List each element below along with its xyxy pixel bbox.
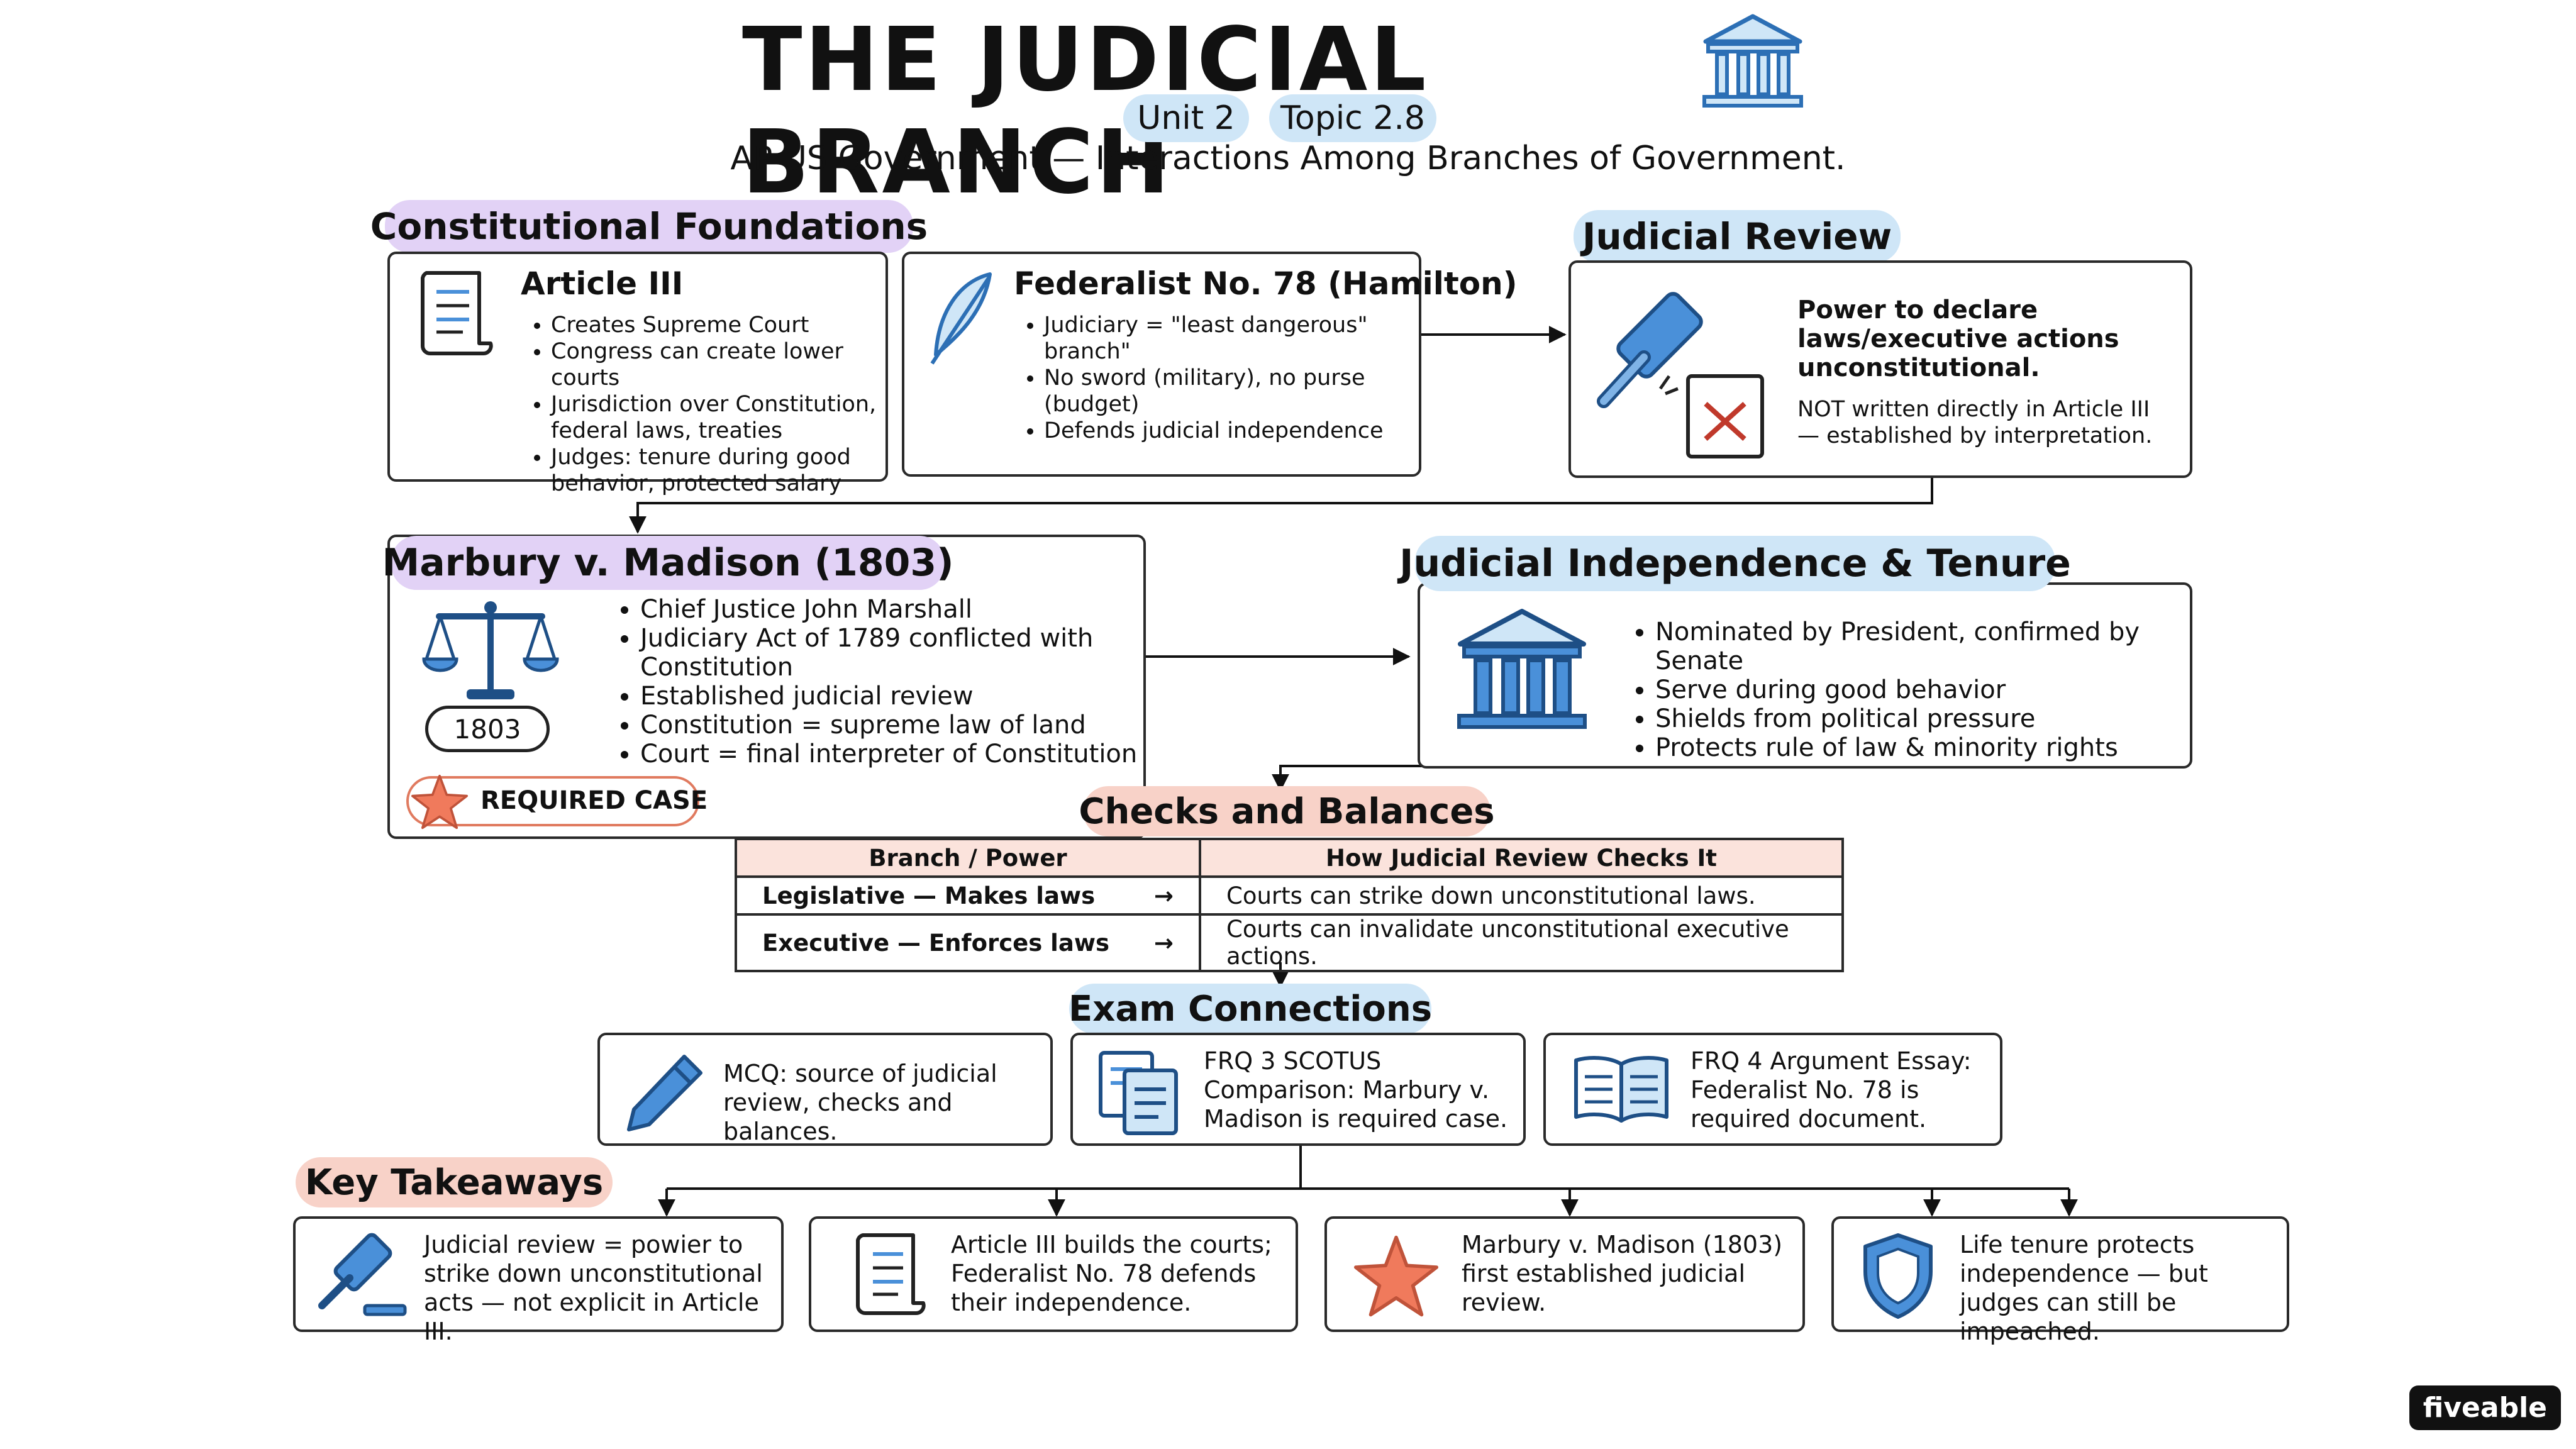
takeaway-card-3: Marbury v. Madison (1803) first establis… bbox=[1324, 1216, 1805, 1332]
section-heading-judicial-review: Judicial Review bbox=[1574, 210, 1901, 263]
star-icon bbox=[1352, 1234, 1440, 1318]
list-item: Defends judicial independence bbox=[1044, 418, 1421, 444]
judicial-review-note: NOT written directly in Article III — es… bbox=[1797, 397, 2153, 448]
list-item: Established judicial review bbox=[640, 682, 1162, 711]
takeaway-card-4: Life tenure protects independence — but … bbox=[1831, 1216, 2289, 1345]
branch-label: Legislative — Makes laws bbox=[762, 882, 1096, 909]
topic-pill: Topic 2.8 bbox=[1269, 94, 1436, 142]
pencil-icon bbox=[624, 1052, 706, 1133]
book-icon bbox=[1571, 1052, 1672, 1127]
list-item: Judges: tenure during good behavior, pro… bbox=[551, 444, 903, 497]
independence-card: Nominated by President, confirmed by Sen… bbox=[1418, 582, 2192, 769]
exam-text-frq3: FRQ 3 SCOTUS Comparison: Marbury v. Madi… bbox=[1204, 1047, 1508, 1133]
list-item: Creates Supreme Court bbox=[551, 312, 903, 338]
courthouse-icon bbox=[1699, 13, 1806, 113]
exam-text-frq4: FRQ 4 Argument Essay: Federalist No. 78 … bbox=[1690, 1047, 1972, 1133]
judicial-review-card: Power to declare laws/executive actions … bbox=[1568, 260, 2192, 478]
courthouse-icon bbox=[1453, 606, 1591, 738]
list-item: Jurisdiction over Constitution, federal … bbox=[551, 391, 903, 444]
judicial-review-main-text: Power to declare laws/executive actions … bbox=[1797, 296, 2119, 382]
takeaway-card-2: Article III builds the courts; Federalis… bbox=[809, 1216, 1298, 1332]
list-item: Shields from political pressure bbox=[1655, 704, 2209, 733]
takeaway-text-3: Marbury v. Madison (1803) first establis… bbox=[1462, 1231, 1783, 1316]
table-cell-branch: Legislative — Makes laws → bbox=[735, 875, 1201, 916]
list-item: Chief Justice John Marshall bbox=[640, 595, 1162, 624]
exam-card-frq3: FRQ 3 SCOTUS Comparison: Marbury v. Madi… bbox=[1070, 1033, 1526, 1146]
list-item: Judiciary Act of 1789 conflicted with Co… bbox=[640, 624, 1162, 682]
unit-pill: Unit 2 bbox=[1123, 94, 1249, 142]
shield-icon bbox=[1860, 1231, 1936, 1319]
section-heading-independence: Judicial Independence & Tenure bbox=[1399, 536, 2071, 591]
takeaway-text-2: Article III builds the courts; Federalis… bbox=[951, 1231, 1272, 1316]
checks-table: Branch / Power How Judicial Review Check… bbox=[735, 838, 1844, 972]
arrow-right-icon: → bbox=[1153, 882, 1174, 909]
scroll-icon bbox=[848, 1229, 930, 1323]
page-title: THE JUDICIAL BRANCH bbox=[742, 9, 1429, 214]
table-cell-branch: Executive — Enforces laws → bbox=[735, 913, 1201, 972]
exam-text-mcq: MCQ: source of judicial review, checks a… bbox=[723, 1060, 997, 1145]
federalist-78-bullets: Judiciary = "least dangerous" branch" No… bbox=[1016, 312, 1421, 444]
list-item: No sword (military), no purse (budget) bbox=[1044, 365, 1421, 418]
takeaway-text-4: Life tenure protects independence — but … bbox=[1960, 1231, 2208, 1345]
takeaway-card-1: Judicial review = powier to strike down … bbox=[293, 1216, 784, 1345]
list-item: Serve during good behavior bbox=[1655, 675, 2209, 704]
table-row: Executive — Enforces laws → Courts can i… bbox=[735, 913, 1844, 972]
section-heading-exam: Exam Connections bbox=[1069, 984, 1432, 1034]
list-item: Constitution = supreme law of land bbox=[640, 711, 1162, 740]
arrow-right-icon: → bbox=[1153, 929, 1174, 957]
gavel-icon bbox=[314, 1231, 409, 1319]
section-heading-takeaways: Key Takeaways bbox=[296, 1157, 613, 1208]
gavel-icon bbox=[1594, 282, 1776, 464]
table-cell-check: Courts can invalidate unconstitutional e… bbox=[1199, 913, 1844, 972]
brand-logo: fiveable bbox=[2409, 1385, 2561, 1430]
exam-card-mcq: MCQ: source of judicial review, checks a… bbox=[597, 1033, 1053, 1146]
list-item: Protects rule of law & minority rights bbox=[1655, 733, 2209, 762]
scales-icon bbox=[421, 597, 560, 704]
required-case-label: REQUIRED CASE bbox=[480, 786, 708, 815]
list-item: Judiciary = "least dangerous" branch" bbox=[1044, 312, 1421, 365]
table-cell-check: Courts can strike down unconstitutional … bbox=[1199, 875, 1844, 916]
article-iii-title: Article III bbox=[521, 265, 684, 302]
article-iii-bullets: Creates Supreme Court Congress can creat… bbox=[523, 312, 903, 497]
table-row: Legislative — Makes laws → Courts can st… bbox=[735, 875, 1844, 916]
independence-bullets: Nominated by President, confirmed by Sen… bbox=[1628, 618, 2209, 762]
branch-label: Executive — Enforces laws bbox=[762, 929, 1110, 957]
subtitle: AP US Government — Interactions Among Br… bbox=[730, 140, 1846, 177]
federalist-78-card: Federalist No. 78 (Hamilton) Judiciary =… bbox=[902, 252, 1518, 477]
list-item: Congress can create lower courts bbox=[551, 338, 903, 391]
quill-icon bbox=[921, 269, 1002, 370]
article-iii-card: Article III Creates Supreme Court Congre… bbox=[387, 252, 888, 496]
table-header-row: Branch / Power How Judicial Review Check… bbox=[735, 838, 1844, 878]
section-heading-checks: Checks and Balances bbox=[1079, 786, 1495, 836]
marbury-bullets: Chief Justice John Marshall Judiciary Ac… bbox=[613, 595, 1162, 769]
federalist-78-title: Federalist No. 78 (Hamilton) bbox=[1014, 265, 1518, 302]
documents-icon bbox=[1096, 1048, 1184, 1136]
section-heading-marbury: Marbury v. Madison (1803) bbox=[382, 536, 954, 590]
list-item: Court = final interpreter of Constitutio… bbox=[640, 740, 1162, 769]
section-heading-constitutional-foundations: Constitutional Foundations bbox=[370, 200, 928, 253]
column-header: How Judicial Review Checks It bbox=[1199, 838, 1844, 878]
list-item: Nominated by President, confirmed by Sen… bbox=[1655, 618, 2209, 675]
takeaway-text-1: Judicial review = powier to strike down … bbox=[424, 1231, 763, 1345]
star-icon bbox=[411, 774, 468, 830]
required-case-badge: REQUIRED CASE bbox=[406, 774, 708, 830]
column-header: Branch / Power bbox=[735, 838, 1201, 878]
scroll-icon bbox=[409, 267, 497, 361]
exam-card-frq4: FRQ 4 Argument Essay: Federalist No. 78 … bbox=[1543, 1033, 2002, 1146]
year-badge: 1803 bbox=[425, 706, 550, 752]
